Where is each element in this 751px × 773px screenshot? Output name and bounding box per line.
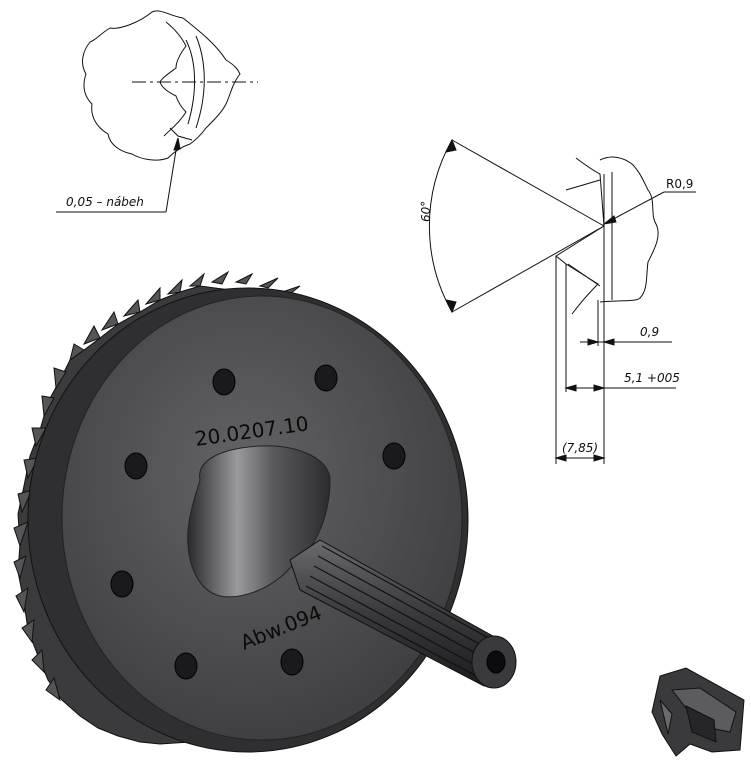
- detail-tooth-view: [56, 10, 258, 213]
- dim-depth-arrow-1: [564, 384, 577, 392]
- bolt-hole: [124, 452, 148, 480]
- leader-line: [165, 137, 179, 213]
- bolt-hole: [314, 364, 338, 392]
- dim-small-arrow-2: [602, 338, 615, 346]
- radius-arrow: [602, 215, 617, 225]
- dim-small-label: 0,9: [640, 325, 659, 339]
- profile-lower-step: [567, 263, 601, 287]
- bevel-gear: [13, 270, 517, 753]
- break-outline: [82, 10, 191, 161]
- shaft-bore: [486, 650, 506, 674]
- break-outline-right: [182, 17, 241, 145]
- chamfer-line: [169, 127, 193, 141]
- gear-fragment: [651, 667, 745, 757]
- bolt-hole: [212, 368, 236, 396]
- dim-depth-arrow-2: [593, 384, 606, 392]
- angle-leg-upper: [451, 139, 605, 227]
- chamfer-label: 0,05 – nábeh: [66, 195, 144, 209]
- angle-leg-lower: [451, 225, 605, 313]
- angle-arc: [428, 139, 453, 313]
- angle-label: 60°: [419, 201, 433, 222]
- angle-arrow-bottom: [445, 299, 457, 314]
- angle-arrow-top: [445, 138, 457, 153]
- bolt-holes: [110, 364, 406, 680]
- dim-small-arrow-1: [587, 338, 600, 346]
- bolt-hole: [110, 570, 134, 598]
- tooth-edge-inner: [185, 39, 195, 125]
- bolt-hole: [280, 648, 304, 676]
- tooth-profile: [159, 21, 187, 137]
- bolt-hole: [382, 442, 406, 470]
- spline-grooves: [305, 545, 497, 681]
- dim-ref-arrow-1: [554, 454, 567, 462]
- bolt-hole: [174, 652, 198, 680]
- dim-ref-arrow-2: [593, 454, 606, 462]
- dim-depth-label: 5,1 +005: [624, 371, 680, 385]
- profile-break-outline: [599, 156, 659, 303]
- detail-profile-view: [428, 138, 696, 464]
- dim-ref-label: (7,85): [562, 441, 598, 455]
- radius-label: R0,9: [666, 177, 693, 191]
- tooth-edge-outer: [195, 35, 205, 129]
- profile-upper-step: [565, 179, 601, 191]
- leader-arrow: [173, 137, 181, 151]
